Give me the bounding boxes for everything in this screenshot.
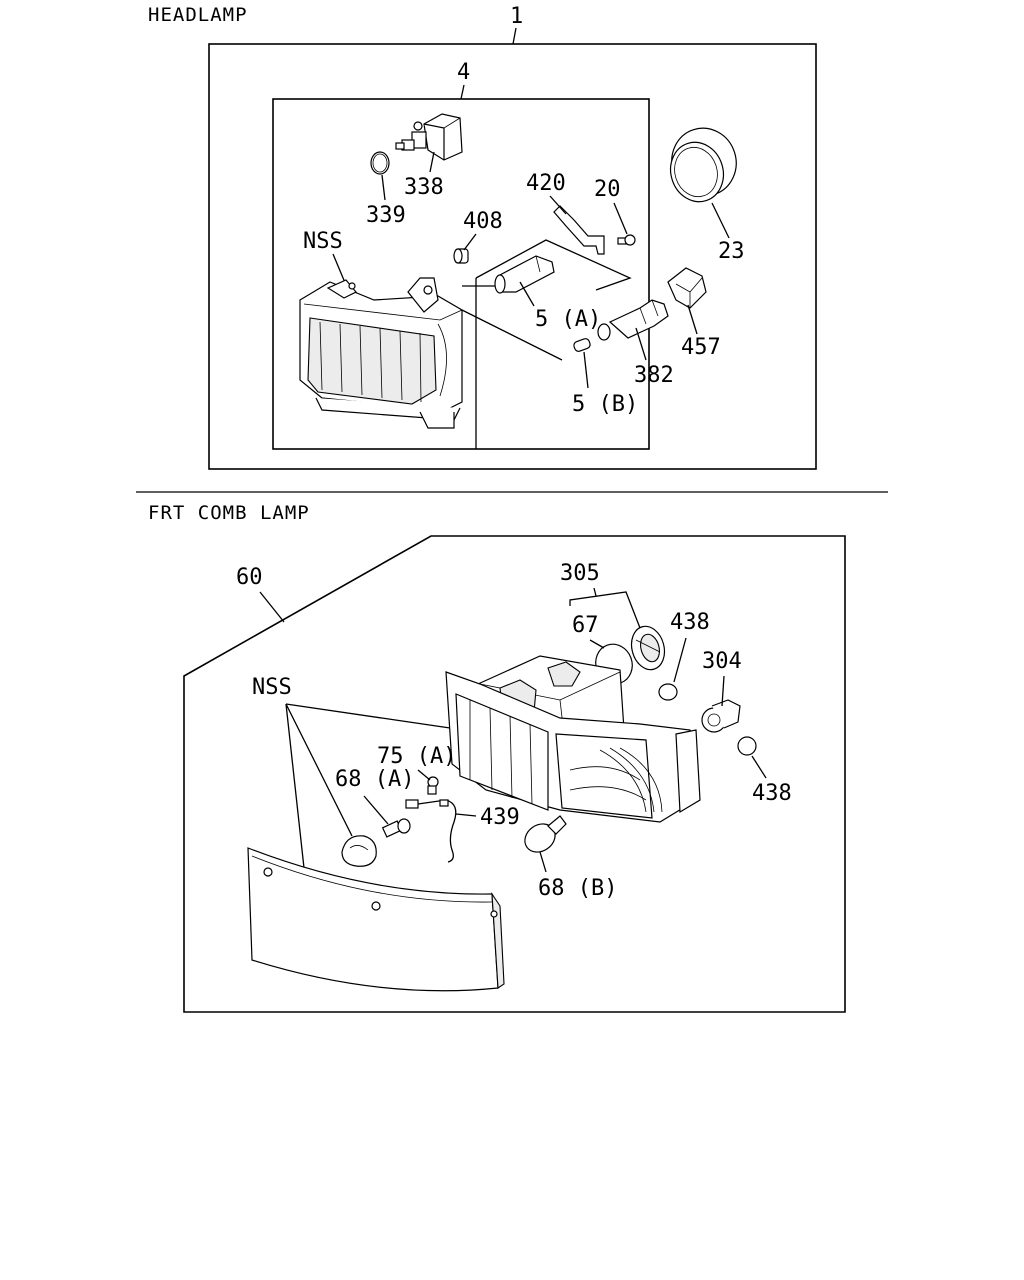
callout-75a: 75 (A) <box>377 744 456 769</box>
leader-nss-to-socket <box>285 703 353 837</box>
leader-4 <box>460 84 465 100</box>
bracket-part <box>553 205 605 255</box>
bulb-68b-part <box>524 815 567 853</box>
callout-304: 304 <box>702 649 742 674</box>
callout-420: 420 <box>526 171 566 196</box>
callout-60: 60 <box>236 565 263 590</box>
leader-457 <box>687 304 698 335</box>
comb-lamp-housing-part <box>445 655 701 823</box>
leader-438-top <box>673 637 687 683</box>
callout-339: 339 <box>366 203 406 228</box>
leader-23 <box>711 202 730 239</box>
leader-75a <box>417 769 431 781</box>
leader-nss-headlamp <box>332 253 347 286</box>
bulb-5b-part <box>573 338 591 352</box>
callout-382: 382 <box>634 363 674 388</box>
leader-408 <box>463 233 477 251</box>
bulb-5a-part <box>494 255 555 294</box>
callout-1: 1 <box>510 4 523 29</box>
o-ring-part <box>370 151 390 175</box>
comb-lamp-frame <box>183 535 846 1013</box>
leader-60 <box>259 591 285 623</box>
callout-nss-headlamp: NSS <box>303 229 343 254</box>
cap-438-top-part <box>658 683 678 701</box>
callout-5b: 5 (B) <box>572 392 638 417</box>
callout-5a: 5 (A) <box>535 307 601 332</box>
leader-67 <box>589 639 605 649</box>
leader-439 <box>455 813 477 817</box>
leader-382 <box>635 327 647 361</box>
leader-338 <box>429 151 435 173</box>
leader-438-bottom <box>751 755 767 779</box>
leader-305 <box>569 591 641 629</box>
leader-420 <box>549 195 567 215</box>
leader-nss-to-lens <box>285 703 305 869</box>
socket-305-part <box>630 625 666 671</box>
leader-68b <box>539 851 547 873</box>
callout-438-top: 438 <box>670 610 710 635</box>
callout-68b: 68 (B) <box>538 876 617 901</box>
callout-23: 23 <box>718 239 745 264</box>
lens-part <box>247 847 505 992</box>
callout-439: 439 <box>480 805 520 830</box>
bulb-68a-part <box>381 818 411 838</box>
callout-68a: 68 (A) <box>335 767 414 792</box>
leader-20 <box>613 202 628 235</box>
callout-67: 67 <box>572 613 599 638</box>
callout-438-bottom: 438 <box>752 781 792 806</box>
leader-5a <box>519 281 535 307</box>
callout-nss-comb-lamp: NSS <box>252 675 292 700</box>
callout-457: 457 <box>681 335 721 360</box>
connector-457-part <box>667 267 707 309</box>
callout-20: 20 <box>594 177 621 202</box>
callout-408: 408 <box>463 209 503 234</box>
callout-305: 305 <box>560 561 600 586</box>
trim-ring-part <box>669 127 737 203</box>
callout-4: 4 <box>457 60 470 85</box>
leader-5b <box>583 351 589 389</box>
leader-nss-to-housing <box>285 703 451 729</box>
grommet-part <box>453 248 469 264</box>
screw-part <box>617 234 636 246</box>
leader-68a <box>363 795 389 825</box>
headlamp-assembly-frame <box>208 43 817 470</box>
lens-socket-part <box>341 835 377 867</box>
comb-lamp-section-title: FRT COMB LAMP <box>148 502 310 524</box>
bulb-area-outline <box>475 239 632 291</box>
socket-382-part <box>597 299 669 341</box>
callout-338: 338 <box>404 175 444 200</box>
leader-304 <box>721 675 725 707</box>
headlamp-section-title: HEADLAMP <box>148 4 248 26</box>
wire-harness-439-part <box>405 799 457 863</box>
leader-1 <box>512 27 517 45</box>
screw-75a-part <box>427 776 439 795</box>
headlamp-body-part <box>299 277 463 429</box>
leader-339 <box>381 174 386 201</box>
beam-guide-line <box>461 309 563 361</box>
cap-438-bottom-part <box>737 736 757 756</box>
headlamp-socket-part <box>395 113 463 161</box>
socket-304-part <box>701 699 741 733</box>
